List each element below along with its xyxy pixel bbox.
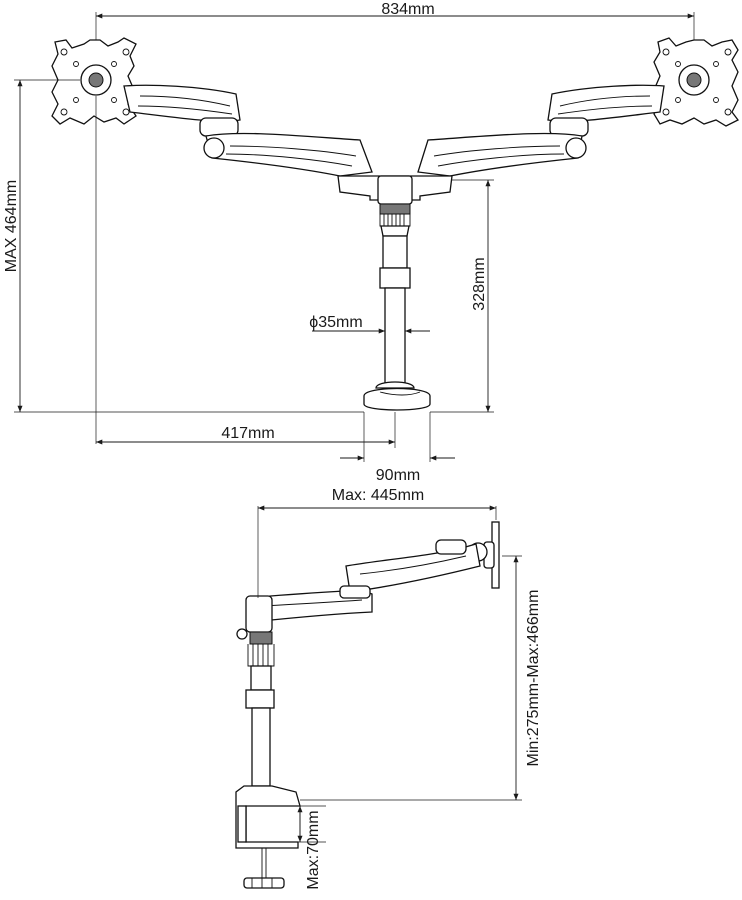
- dim-reach-to-center: 417mm: [96, 412, 396, 448]
- pole: [375, 225, 415, 389]
- dim-base-width: 90mm: [340, 412, 455, 484]
- dim-overall-width: 834mm: [95, 1, 695, 40]
- side-upper-arm: [345, 539, 481, 593]
- left-lower-arm: [203, 132, 373, 177]
- base-width-label: 90mm: [376, 467, 420, 484]
- right-upper-arm: [547, 84, 665, 137]
- dim-pole-height: 328mm: [430, 179, 494, 413]
- pole-height-label: 328mm: [471, 257, 488, 310]
- left-upper-arm: [123, 84, 241, 137]
- base: [363, 387, 431, 411]
- dim-height-range: Min:275mm-Max:466mm: [300, 555, 542, 801]
- right-lower-arm: [417, 132, 587, 177]
- front-view: 834mm MAX 464mm 328mm ϕ35mm 417: [3, 1, 739, 484]
- reach-to-center-label: 417mm: [221, 425, 274, 442]
- overall-width-label: 834mm: [381, 1, 434, 18]
- max-reach-label: Max: 445mm: [332, 487, 424, 504]
- height-range-label: Min:275mm-Max:466mm: [525, 590, 542, 767]
- dim-pole-diameter: ϕ35mm: [309, 314, 430, 334]
- dim-max-reach: Max: 445mm: [257, 487, 497, 598]
- dim-max-height: MAX 464mm: [3, 79, 364, 413]
- clamp-max-label: Max:70mm: [305, 810, 322, 889]
- right-vesa-plate: [653, 37, 739, 127]
- side-lower-arm: [247, 585, 373, 623]
- side-pole: [245, 665, 275, 787]
- dim-clamp-max: Max:70mm: [297, 805, 326, 890]
- pole-diameter-label: ϕ35mm: [309, 314, 362, 331]
- center-hub: [337, 175, 453, 227]
- desk-clamp: [235, 785, 301, 889]
- side-view: Max: 445mm Min:275mm-Max:466mm Max:70mm: [235, 487, 542, 890]
- max-height-label: MAX 464mm: [3, 180, 20, 272]
- side-hub: [236, 595, 275, 667]
- left-vesa-plate: [51, 37, 137, 125]
